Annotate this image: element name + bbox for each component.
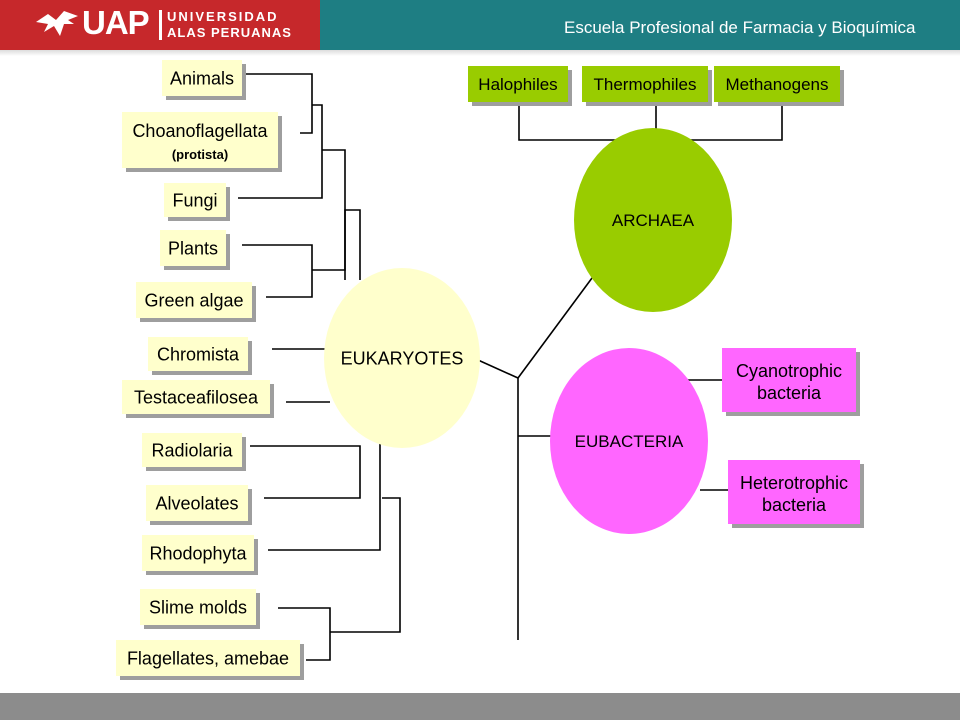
label-text: Slime molds	[149, 597, 247, 617]
connector-plants-greenalgae	[242, 244, 313, 298]
eukaryote-testaceafilosea-label: Testaceafilosea	[122, 380, 274, 418]
label-text: bacteria	[757, 383, 822, 403]
label-text: Animals	[170, 68, 234, 88]
archaea-methanogens-label: Methanogens	[714, 66, 844, 106]
label-text: Fungi	[172, 190, 217, 210]
label-text: Methanogens	[725, 75, 828, 94]
connector-fungi	[238, 104, 323, 199]
label-box	[122, 380, 270, 414]
connector-archaea	[517, 277, 593, 379]
logo-university-text: UNIVERSIDAD	[167, 9, 279, 24]
label-text: Heterotrophic	[740, 473, 848, 493]
logo-uap-text: UAP	[82, 4, 150, 41]
label-box	[136, 282, 252, 318]
label-text: Testaceafilosea	[134, 387, 259, 407]
eukaryote-alveolates-label: Alveolates	[146, 485, 252, 525]
eubacteria-domain-circle	[550, 348, 708, 534]
label-text: Halophiles	[478, 75, 557, 94]
eukaryotes-domain-label: EUKARYOTES	[341, 348, 464, 368]
label-box	[146, 485, 248, 521]
school-banner: Escuela Profesional de Farmacia y Bioquí…	[320, 0, 960, 50]
connector-amoeboid-branch	[330, 497, 401, 633]
label-text: (protista)	[172, 147, 228, 162]
eubacteria-domain-label: EUBACTERIA	[575, 432, 684, 451]
logo-alas-peruanas-text: ALAS PERUANAS	[167, 25, 292, 40]
slide-header: UAP UNIVERSIDAD ALAS PERUANAS Escuela Pr…	[0, 0, 960, 50]
label-text: Cyanotrophic	[736, 361, 842, 381]
connector-opisthokont-branch	[322, 149, 346, 280]
eukaryote-flagellates-amebae-label: Flagellates, amebae	[116, 640, 304, 680]
archaea-domain-label: ARCHAEA	[612, 211, 695, 230]
label-box	[162, 60, 242, 96]
condor-logo-icon	[36, 11, 78, 36]
label-box	[160, 230, 226, 266]
label-text: Rhodophyta	[149, 543, 247, 563]
eukaryote-chromista-label: Chromista	[148, 337, 252, 375]
slide-footer	[0, 693, 960, 720]
archaea-halophiles-label: Halophiles	[468, 66, 572, 106]
eubacteria-domain: EUBACTERIA	[550, 348, 708, 534]
connector-slimemolds-flagellates	[278, 607, 331, 661]
label-box	[116, 640, 300, 676]
label-text: Chromista	[157, 344, 240, 364]
connector-radiolaria-alveolates	[250, 445, 361, 499]
archaea-domain-circle	[574, 128, 732, 312]
eukaryote-rhodophyta-label: Rhodophyta	[142, 535, 258, 575]
connector-eukaryotes-root	[477, 359, 519, 379]
label-box	[468, 66, 568, 102]
connector-rhodophyta	[268, 440, 381, 551]
label-box	[722, 348, 856, 412]
university-logo-area: UAP UNIVERSIDAD ALAS PERUANAS	[0, 0, 320, 50]
label-text: Thermophiles	[594, 75, 697, 94]
label-box	[148, 337, 248, 371]
school-name: Escuela Profesional de Farmacia y Bioquí…	[564, 18, 916, 37]
eukaryote-plants-label: Plants	[160, 230, 230, 270]
label-box	[164, 183, 226, 217]
label-text: Radiolaria	[151, 440, 233, 460]
label-text: Green algae	[144, 290, 243, 310]
eukaryote-slime-molds-label: Slime molds	[140, 589, 260, 629]
archaea-domain: ARCHAEA	[574, 128, 732, 312]
label-text: Flagellates, amebae	[127, 648, 289, 668]
eukaryotes-domain: EUKARYOTES	[324, 268, 480, 448]
eukaryote-radiolaria-label: Radiolaria	[142, 433, 246, 471]
label-box	[140, 589, 256, 625]
archaea-thermophiles-label: Thermophiles	[582, 66, 712, 106]
eukaryote-fungi-label: Fungi	[164, 183, 230, 221]
label-box	[582, 66, 708, 102]
label-text: Choanoflagellata	[132, 121, 268, 141]
label-box	[714, 66, 840, 102]
label-text: bacteria	[762, 495, 827, 515]
label-box	[122, 112, 278, 168]
eukaryote-green-algae-label: Green algae	[136, 282, 256, 322]
label-box	[142, 535, 254, 571]
label-text: Plants	[168, 238, 218, 258]
logo-separator	[159, 10, 162, 40]
connector-plant-branch	[312, 209, 361, 280]
eukaryotes-domain-circle	[324, 268, 480, 448]
eukaryote-choanoflagellata-label: Choanoflagellata (protista)	[122, 112, 282, 172]
label-text: Alveolates	[155, 493, 238, 513]
connector-animals-choanoflagellata	[242, 73, 313, 134]
header-shadow-stripe	[0, 50, 960, 56]
eukaryote-animals-label: Animals	[162, 60, 246, 100]
label-box	[142, 433, 242, 467]
label-box	[728, 460, 860, 524]
